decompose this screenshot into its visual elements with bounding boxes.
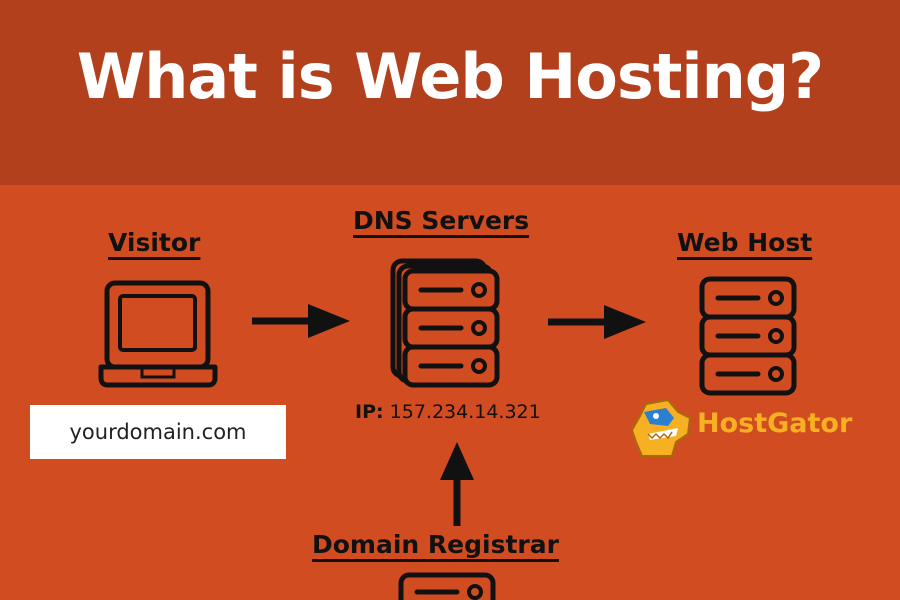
arrow-right-icon [548, 305, 646, 339]
web-host-label: Web Host [677, 228, 813, 257]
server-stack-icon [390, 258, 500, 388]
page-title: What is Web Hosting? [76, 40, 824, 113]
hostgator-logo-icon [630, 398, 692, 457]
domain-box: yourdomain.com [30, 405, 286, 459]
visitor-label: Visitor [108, 228, 201, 257]
ip-value: 157.234.14.321 [389, 401, 541, 423]
arrow-right-icon [252, 304, 350, 338]
dns-ip-address: IP: 157.234.14.321 [355, 401, 541, 423]
ip-label: IP: [355, 401, 384, 423]
domain-registrar-label: Domain Registrar [312, 530, 559, 559]
server-icon [398, 572, 496, 600]
laptop-icon [98, 280, 218, 388]
hostgator-brand: HostGator [697, 408, 853, 439]
arrow-up-icon [440, 442, 474, 526]
server-icon [699, 276, 797, 396]
title-banner [0, 0, 900, 185]
dns-servers-label: DNS Servers [353, 206, 530, 235]
